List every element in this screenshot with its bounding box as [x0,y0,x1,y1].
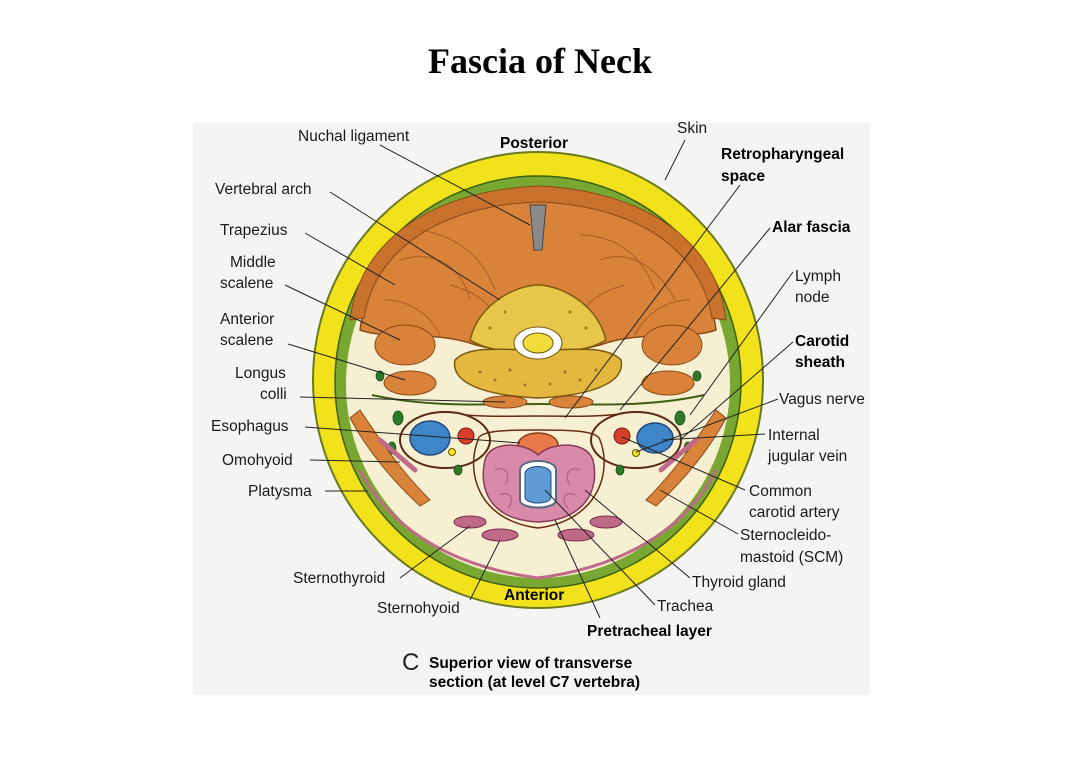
posterior-label: Posterior [500,135,569,152]
label-carotid-sheath-2: sheath [795,354,845,371]
label-middle-scalene-1: Middle [230,254,276,271]
label-anterior-scalene-1: Anterior [220,311,275,328]
label-anterior-scalene-2: scalene [220,332,274,349]
label-longus-colli-2: colli [260,386,287,403]
label-retropharyngeal-2: space [721,168,765,185]
caption-line-1: Superior view of transverse [429,655,633,672]
label-pretracheal-layer: Pretracheal layer [587,623,712,640]
label-omohyoid: Omohyoid [222,452,293,469]
vagus-nerve-left [448,448,456,456]
label-lymph-node-2: node [795,289,830,306]
internal-jugular-vein-right [636,422,674,454]
label-sternohyoid: Sternohyoid [377,600,460,617]
label-internal-jugular-1: Internal [768,427,820,444]
label-common-carotid-1: Common [749,483,812,500]
middle-scalene-right [641,324,703,366]
anterior-scalene-left [383,370,437,396]
page-title: Fascia of Neck [428,41,652,81]
nuchal-ligament [529,204,547,251]
bone-texture [478,310,598,387]
label-internal-jugular-2: jugular vein [768,448,848,465]
platysma [358,469,718,580]
figure-letter: C [402,649,420,676]
label-vagus-nerve: Vagus nerve [779,391,865,408]
alar-fascia-line [439,411,637,418]
label-trapezius: Trapezius [220,222,288,239]
omohyoid-right [658,437,699,473]
internal-jugular-vein-left [409,420,451,456]
label-nuchal-ligament: Nuchal ligament [298,128,410,145]
label-trachea: Trachea [657,598,714,615]
label-common-carotid-2: carotid artery [749,504,840,521]
figure-caption: Superior view of transverse section (at … [429,654,640,692]
anterior-label: Anterior [504,587,565,604]
sternothyroid-left [453,515,487,529]
label-vertebral-arch: Vertebral arch [215,181,312,198]
longus-colli-right [548,395,594,409]
sternothyroid-right [589,515,623,529]
label-carotid-sheath-1: Carotid [795,333,850,350]
prevertebral-fascia [371,394,705,406]
vagus-nerve-right [632,449,640,457]
label-alar-fascia: Alar fascia [772,219,851,236]
vertebral-body [453,348,623,399]
thyroid-texture [494,468,581,509]
label-scm-2: mastoid (SCM) [740,549,844,566]
middle-scalene-left [374,324,436,366]
label-longus-colli-1: Longus [235,365,286,382]
lymph-nodes [375,370,702,476]
trapezius-muscle [349,185,727,321]
spinal-cord [522,332,554,354]
label-thyroid-gland: Thyroid gland [692,574,786,591]
common-carotid-artery-right [613,427,631,445]
caption-line-2: section (at level C7 vertebra) [429,674,641,691]
pretracheal-fascia [472,429,605,529]
label-lymph-node-1: Lymph [795,268,841,285]
label-middle-scalene-2: scalene [220,275,274,292]
label-scm-1: Sternocleido- [740,527,832,544]
label-sternothyroid: Sternothyroid [293,570,386,587]
label-skin: Skin [677,120,708,137]
sternohyoid-left [481,528,519,542]
label-esophagus: Esophagus [211,418,289,435]
omohyoid-left [377,437,418,473]
leader-lines [284,139,794,619]
trachea-lumen [524,466,552,504]
common-carotid-artery-left [457,427,475,445]
label-platysma: Platysma [248,483,312,500]
label-retropharyngeal-1: Retropharyngeal [721,146,845,163]
